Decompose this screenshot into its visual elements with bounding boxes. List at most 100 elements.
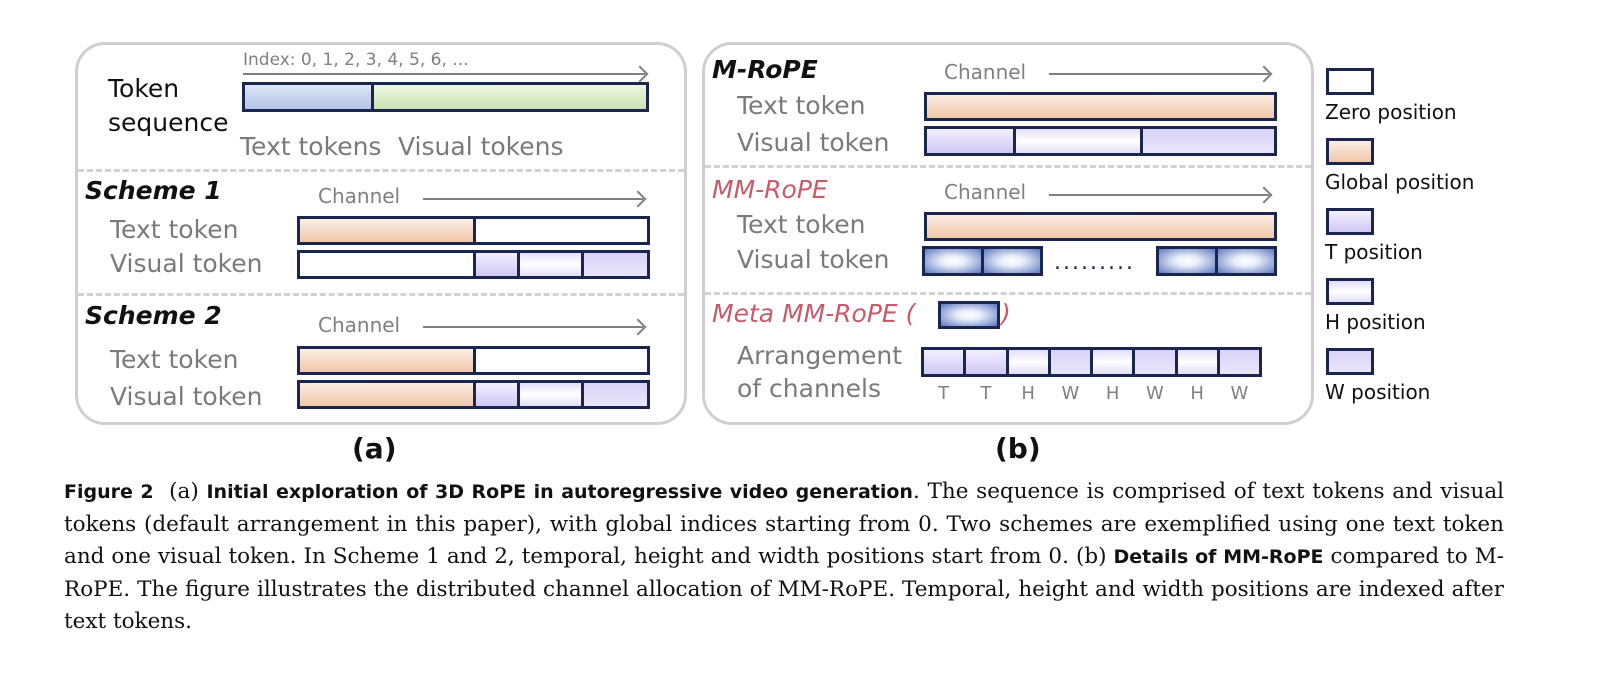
index-label: Index: 0, 1, 2, 3, 4, 5, 6, ... (243, 50, 469, 70)
caption-text-b: compared to M-RoPE. The figure illustrat… (64, 544, 1504, 634)
divider (705, 292, 1311, 295)
channel-cell-h (1093, 350, 1133, 374)
channel-cell-w (1219, 350, 1259, 374)
mrope-text-bar (924, 92, 1277, 121)
zero-segment (476, 219, 647, 242)
close-paren: ) (1001, 299, 1011, 328)
mrope-visual-bar (924, 126, 1277, 156)
scheme2-text-token-label: Text token (110, 345, 239, 374)
h-segment (1016, 129, 1140, 153)
caption-bold-a: Initial exploration of 3D RoPE in autore… (206, 481, 913, 503)
meta-block (925, 249, 981, 273)
global-segment (300, 349, 473, 372)
channel-arrow (1049, 194, 1269, 196)
visual-tokens-segment (374, 85, 646, 109)
channel-label-h: H (1105, 383, 1120, 404)
arrangement-label-2: of channels (737, 374, 881, 403)
caption-bold-b: Details of MM-RoPE (1113, 546, 1324, 568)
legend-swatch-tpos (1326, 208, 1374, 235)
h-segment (520, 253, 581, 276)
arrangement-label-1: Arrangement (737, 341, 903, 370)
scheme1-title: Scheme 1 (85, 176, 222, 205)
subfigure-label-a: (a) (352, 432, 397, 465)
channel-arrangement-bar (921, 347, 1262, 377)
divider (78, 169, 684, 172)
channel-cell-h (1008, 350, 1048, 374)
mmrope-visual-bar-right (1156, 246, 1277, 276)
global-segment (927, 95, 1274, 118)
meta-block (941, 304, 997, 326)
channel-label-w: W (1145, 383, 1164, 404)
h-segment (520, 383, 581, 406)
channel-cell-w (1050, 350, 1090, 374)
scheme2-visual-bar (297, 380, 650, 409)
legend-swatch-hpos (1326, 278, 1374, 305)
channel-label-h: H (1021, 383, 1035, 404)
legend-label: Zero position (1325, 100, 1457, 124)
mmrope-title: MM-RoPE (712, 175, 828, 204)
meta-mmrope-title: Meta MM-RoPE ( (712, 299, 916, 328)
caption-text-a: . The sequence is comprised of text toke… (64, 479, 1505, 569)
figure-label: Figure 2 (64, 481, 154, 503)
global-segment (300, 383, 473, 406)
token-sequence-bar (242, 82, 649, 112)
visual-tokens-label: Visual tokens (398, 132, 564, 161)
caption-part-a: (a) (169, 479, 199, 504)
meta-block (1159, 249, 1215, 273)
legend-label: H position (1325, 310, 1426, 334)
subfigure-label-b: (b) (995, 432, 1041, 465)
mrope-text-token-label: Text token (737, 91, 866, 120)
legend-label: T position (1325, 240, 1423, 264)
scheme2-title: Scheme 2 (85, 301, 222, 330)
mrope-title: M-RoPE (712, 55, 818, 84)
t-segment (927, 129, 1013, 153)
t-segment (476, 383, 517, 406)
channel-label-t: T (980, 383, 992, 404)
mmrope-visual-bar-left (922, 246, 1043, 276)
scheme1-visual-bar (297, 250, 650, 279)
channel-label: Channel (944, 60, 1027, 84)
meta-block (984, 249, 1040, 273)
channel-label-h: H (1190, 383, 1204, 404)
channel-label: Channel (318, 184, 401, 208)
channel-label-w: W (1230, 383, 1249, 404)
channel-cell-h (1177, 350, 1217, 374)
scheme1-visual-token-label: Visual token (110, 249, 263, 278)
divider (705, 165, 1311, 168)
scheme1-text-bar (297, 216, 650, 245)
legend-swatch-global (1326, 138, 1374, 165)
text-tokens-label: Text tokens (240, 132, 382, 161)
token-sequence-label-2: sequence (108, 108, 229, 137)
scheme1-text-token-label: Text token (110, 215, 239, 244)
w-segment (584, 253, 647, 276)
meta-block (1218, 249, 1274, 273)
mmrope-text-bar (924, 212, 1277, 241)
legend-label: Global position (1325, 170, 1475, 194)
figure-caption: Figure 2 (a) Initial exploration of 3D R… (64, 476, 1504, 639)
mmrope-text-token-label: Text token (737, 210, 866, 239)
channel-cell-w (1135, 350, 1175, 374)
t-segment (476, 253, 517, 276)
token-sequence-label-1: Token (108, 74, 180, 103)
index-arrow (243, 73, 645, 75)
channel-arrow (423, 198, 643, 200)
mrope-visual-token-label: Visual token (737, 128, 890, 157)
mmrope-visual-token-label: Visual token (737, 245, 890, 274)
divider (78, 293, 684, 296)
scheme2-text-bar (297, 346, 650, 375)
text-tokens-segment (245, 85, 371, 109)
zero-segment (300, 253, 473, 276)
channel-arrow (1049, 73, 1269, 75)
channel-arrow (423, 326, 643, 328)
ellipsis: ......... (1054, 250, 1135, 275)
channel-cell-t (924, 350, 964, 374)
caption-part-b: (b) (1075, 544, 1107, 569)
channel-label: Channel (318, 313, 401, 337)
legend-swatch-wpos (1326, 348, 1374, 375)
scheme2-visual-token-label: Visual token (110, 382, 263, 411)
w-segment (1143, 129, 1274, 153)
zero-segment (476, 349, 647, 372)
global-segment (927, 215, 1274, 238)
legend-label: W position (1325, 380, 1431, 404)
channel-label-w: W (1061, 383, 1080, 404)
